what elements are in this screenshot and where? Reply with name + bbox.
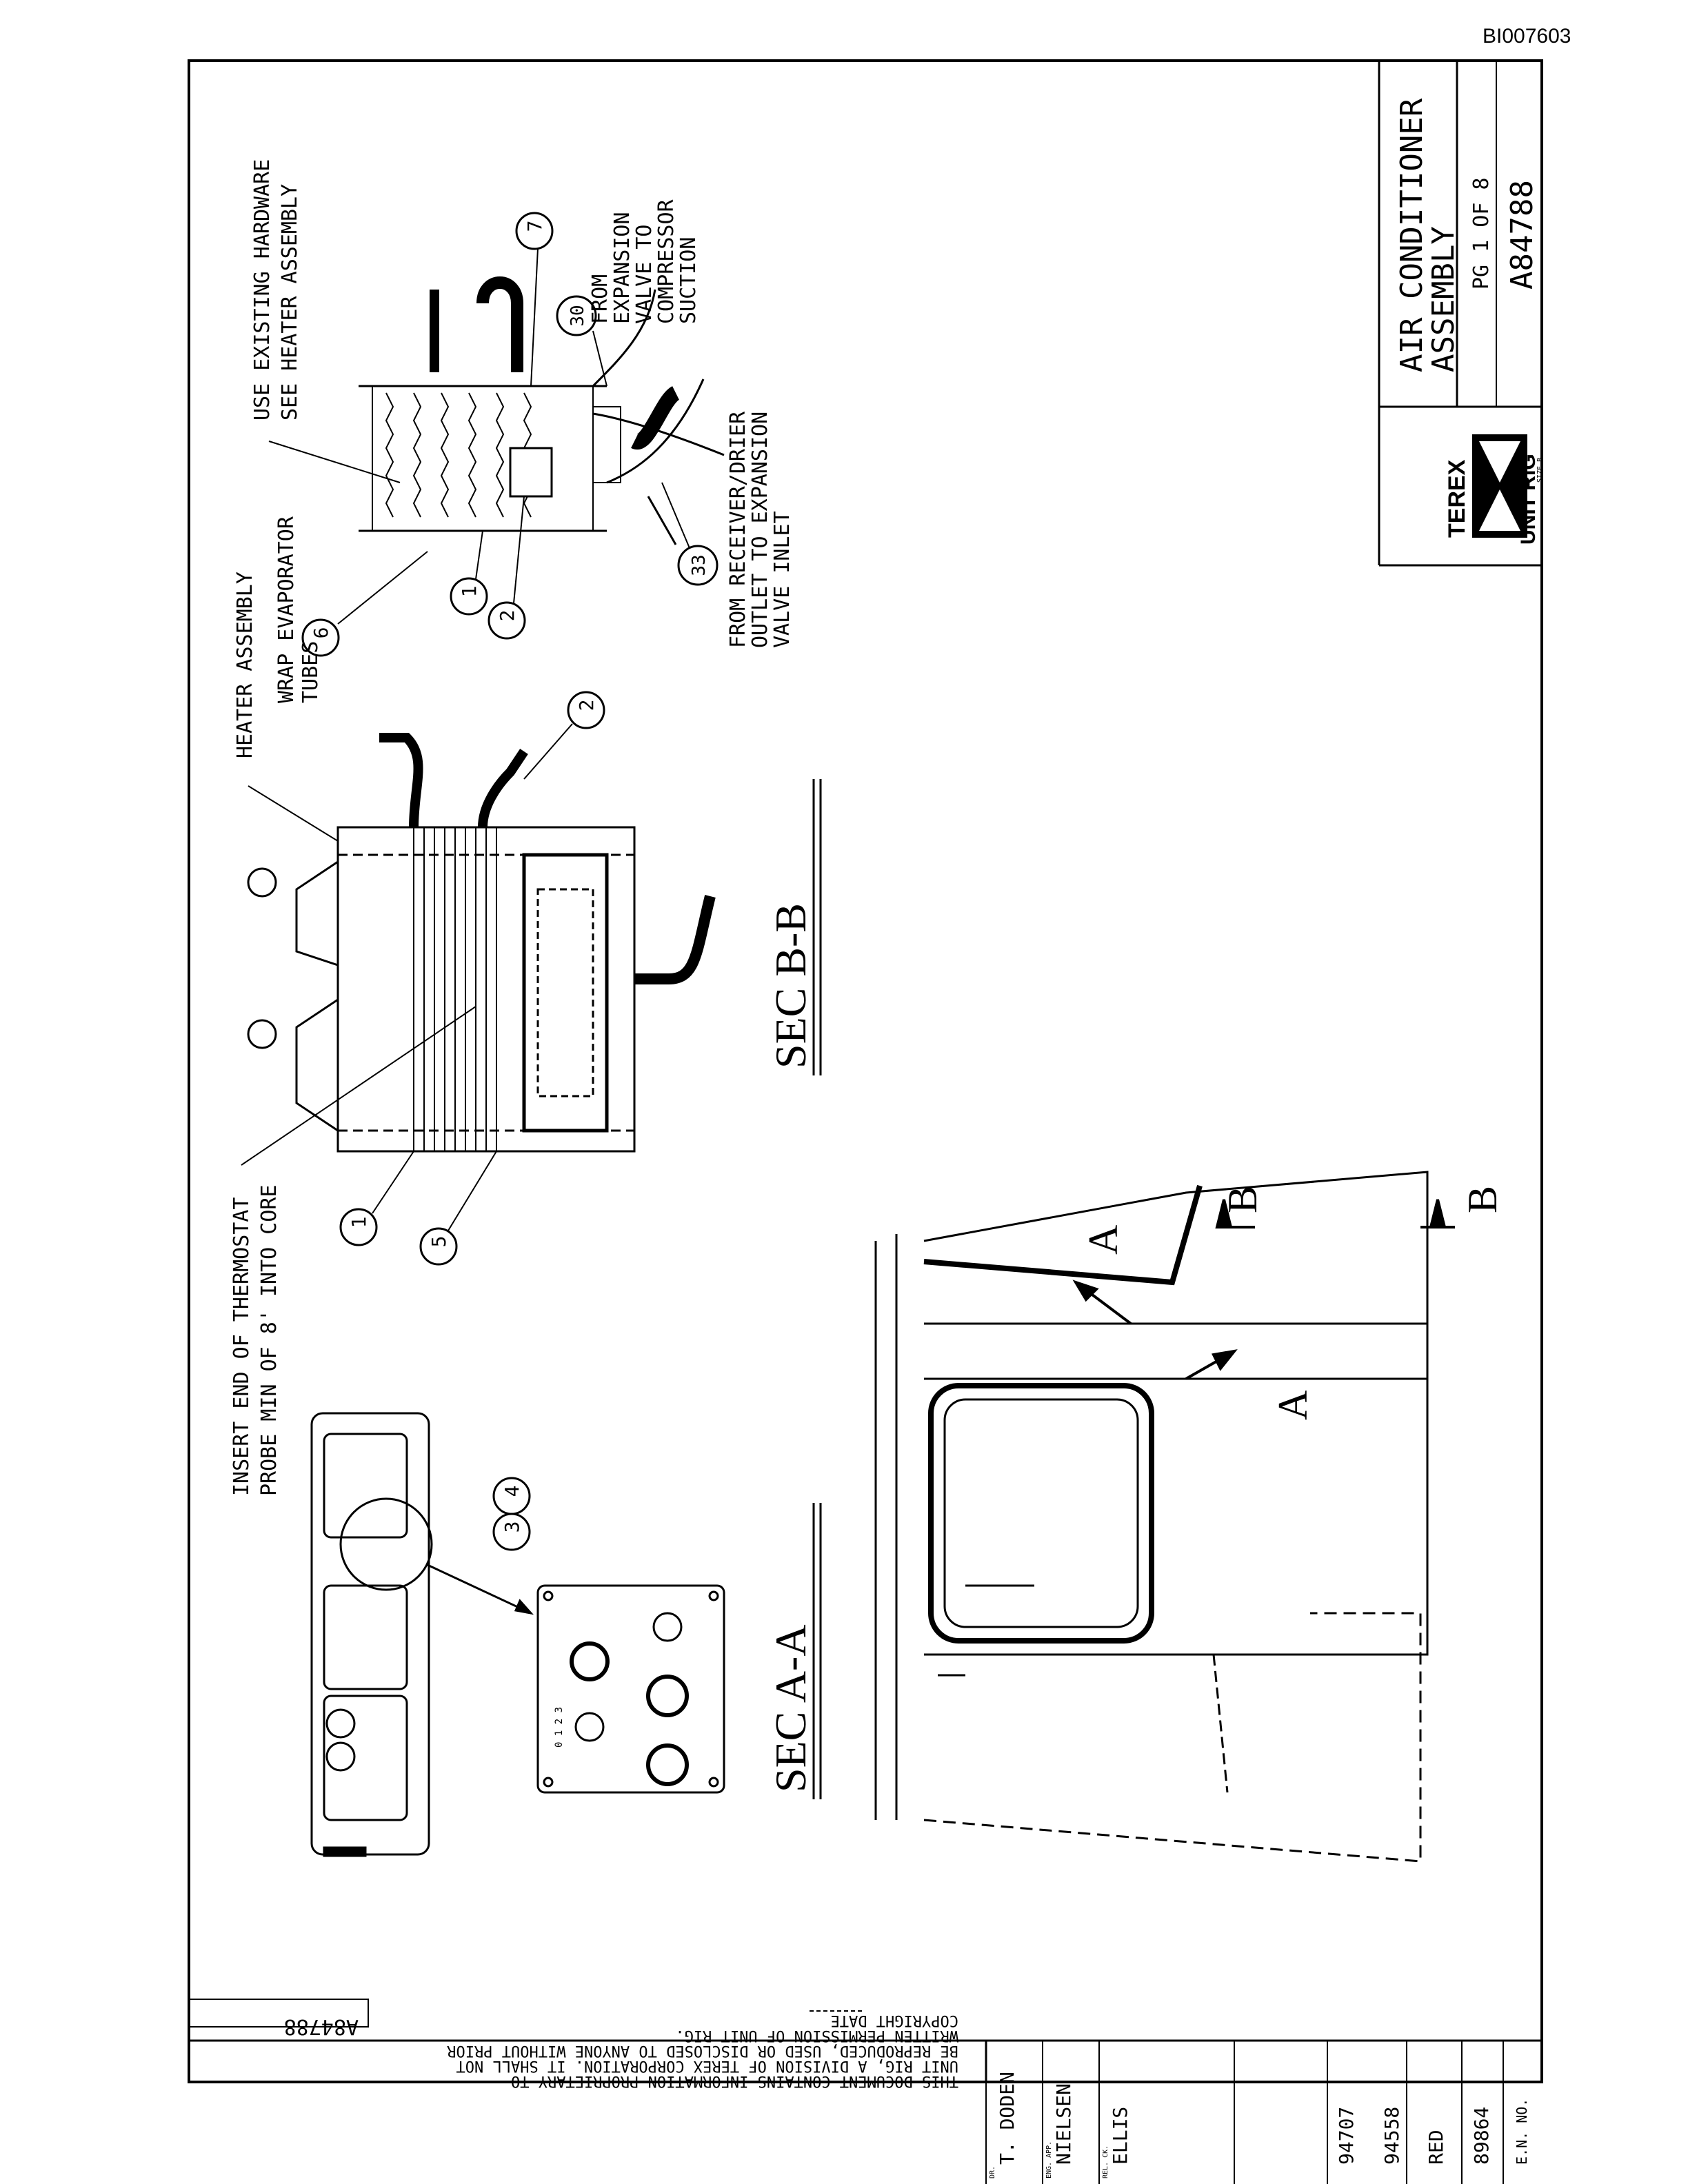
size-label: SIZE B bbox=[1536, 458, 1544, 483]
en-label: E.N. NO. bbox=[1514, 2099, 1530, 2165]
note-hardware-2: SEE HEATER ASSEMBLY bbox=[278, 184, 302, 421]
balloon-1-section: 1 bbox=[339, 1208, 378, 1246]
cut-letter-a-top: A bbox=[1081, 1225, 1126, 1255]
balloon-label: 30 bbox=[567, 305, 588, 326]
proprietary-line-3: BE REPRODUCED, USED OR DISCLOSED TO ANYO… bbox=[447, 2042, 958, 2059]
balloon-2-heater: 2 bbox=[488, 601, 526, 640]
balloon-label: 1 bbox=[348, 1217, 370, 1228]
copyright-date: COPYRIGHT DATE bbox=[831, 2012, 958, 2029]
drawing-notes: USE EXISTING HARDWARE SEE HEATER ASSEMBL… bbox=[230, 159, 794, 1496]
cut-letter-a-bottom: A bbox=[1270, 1391, 1316, 1420]
balloon-label: 1 bbox=[458, 586, 481, 598]
terex-logo: TEREX UNIT RIG SIZE B bbox=[1444, 434, 1544, 545]
balloon-33: 33 bbox=[677, 545, 719, 586]
sheet-frame bbox=[188, 59, 1543, 2083]
balloon-label: 33 bbox=[689, 554, 710, 576]
rev-2: 94558 bbox=[1380, 2107, 1403, 2165]
note-receiver-2: OUTLET TO EXPANSION bbox=[748, 412, 772, 648]
drawing-number: A84788 bbox=[1505, 180, 1540, 290]
note-hardware-1: USE EXISTING HARDWARE bbox=[250, 159, 274, 421]
balloon-label: 3 bbox=[501, 1521, 523, 1533]
rev-1: 94707 bbox=[1335, 2107, 1358, 2165]
revision-grid bbox=[985, 2082, 1504, 2184]
cut-letter-b-left: B bbox=[1220, 1186, 1265, 1213]
note-heater-assembly: HEATER ASSEMBLY bbox=[233, 572, 257, 758]
note-thermostat-2: PROBE MIN OF 8' INTO CORE bbox=[257, 1184, 281, 1496]
proprietary-line-1: THIS DOCUMENT CONTAINS INFORMATION PROPR… bbox=[511, 2072, 958, 2090]
drawn-by: T. DODEN bbox=[996, 2072, 1018, 2165]
balloon-4: 4 bbox=[492, 1477, 531, 1515]
approved-by: NIELSEN bbox=[1052, 2083, 1075, 2165]
dr-label: DR. bbox=[989, 2166, 996, 2178]
cut-letter-b-right: B bbox=[1460, 1186, 1505, 1213]
cab-drawing bbox=[874, 1171, 1429, 1863]
balloon-3: 3 bbox=[492, 1513, 531, 1551]
page-number: PG 1 OF 8 bbox=[1469, 177, 1494, 290]
note-expansion-2: EXPANSION bbox=[610, 212, 634, 324]
title-block: AIR CONDITIONER ASSEMBLY PG 1 OF 8 A8478… bbox=[1394, 98, 1540, 372]
balloon-label: 2 bbox=[496, 610, 519, 622]
proprietary-line-2: UNIT RIG, A DIVISION OF TEREX CORPORATIO… bbox=[456, 2057, 958, 2074]
eng-label: ENG. APP. bbox=[1045, 2141, 1053, 2178]
document-id: BI007603 bbox=[1483, 25, 1571, 48]
note-expansion-5: SUCTION bbox=[676, 237, 701, 324]
note-wrap-1: WRAP EVAPORATOR bbox=[274, 516, 299, 703]
section-aa-title: SEC A-A bbox=[766, 1624, 815, 1792]
note-receiver-3: VALVE INLET bbox=[770, 511, 794, 648]
balloon-1-heater: 1 bbox=[450, 577, 488, 616]
control-panel-detail: 0 1 2 3 bbox=[536, 1584, 725, 1794]
revision-block: T. DODEN NIELSEN ELLIS 94707 94558 RED 8… bbox=[989, 2072, 1530, 2178]
brand-unit-rig: UNIT RIG bbox=[1517, 454, 1540, 545]
proprietary-line-4: WRITTEN PERMISSION OF UNIT RIG. bbox=[675, 2027, 958, 2044]
control-panel-overview bbox=[310, 1412, 534, 1857]
cutting-planes bbox=[1072, 1199, 1455, 1380]
note-wrap-2: TUBES bbox=[299, 641, 323, 703]
balloon-label: 4 bbox=[501, 1486, 523, 1497]
note-expansion-3: VALVE TO bbox=[632, 225, 656, 325]
balloon-label: 2 bbox=[575, 700, 598, 711]
section-bb-view bbox=[247, 733, 716, 1153]
balloon-6: 6 bbox=[301, 618, 340, 657]
heater-detail bbox=[359, 276, 725, 545]
brand-terex: TEREX bbox=[1444, 459, 1470, 538]
balloon-2-section: 2 bbox=[567, 691, 605, 729]
title-line-1: AIR CONDITIONER bbox=[1394, 98, 1429, 372]
rev-3: RED bbox=[1425, 2130, 1447, 2165]
proprietary-notice: THIS DOCUMENT CONTAINS INFORMATION PROPR… bbox=[284, 2012, 958, 2090]
chk-label: REL. CK. bbox=[1102, 2145, 1109, 2178]
note-receiver-1: FROM RECEIVER/DRIER bbox=[726, 411, 750, 648]
checked-by: ELLIS bbox=[1109, 2107, 1132, 2165]
balloon-5: 5 bbox=[419, 1227, 458, 1266]
balloon-30: 30 bbox=[556, 295, 597, 336]
leader-lines bbox=[241, 247, 690, 1231]
balloon-callouts: 1 2 6 7 30 33 2 1 bbox=[301, 212, 719, 1551]
balloon-label: 5 bbox=[428, 1236, 450, 1248]
note-thermostat-1: INSERT END OF THERMOSTAT bbox=[230, 1197, 254, 1496]
note-expansion-1: FROM bbox=[588, 274, 612, 324]
proprietary-box bbox=[188, 1999, 862, 2028]
note-expansion-4: COMPRESSOR bbox=[654, 199, 679, 324]
balloon-label: 6 bbox=[310, 627, 332, 639]
balloon-label: 7 bbox=[523, 221, 546, 232]
title-line-2: ASSEMBLY bbox=[1426, 226, 1461, 372]
panel-scale: 0 1 2 3 bbox=[554, 1707, 565, 1748]
rev-4: 89864 bbox=[1470, 2107, 1493, 2165]
section-titles: SEC B-B SEC A-A A A B B bbox=[766, 779, 1505, 1799]
balloon-7: 7 bbox=[515, 212, 554, 250]
section-bb-title: SEC B-B bbox=[766, 903, 815, 1069]
